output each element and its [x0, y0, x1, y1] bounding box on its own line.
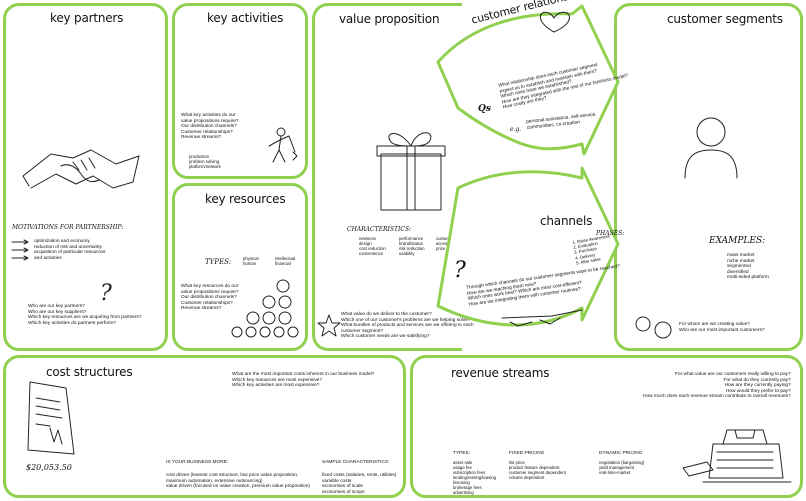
characteristics-col-1: newness design cost reduction convenienc…: [359, 236, 386, 256]
phases-label: PHASES:: [596, 230, 625, 237]
key-activities-examples: production problem solving platform/netw…: [189, 154, 221, 169]
key-activities-panel: key activities What key activities do ou…: [172, 3, 308, 179]
panel-title: cost structures: [46, 365, 133, 379]
sample-list: fixed costs (salaries, rents, utilities)…: [322, 473, 397, 495]
is-more-list: cost driven (leanest cost structure, low…: [166, 473, 310, 490]
sample-label: SAMPLE CHARACTERISTICS:: [322, 460, 390, 465]
motivations-list: optimization and economy reduction of ri…: [34, 239, 106, 261]
channels-arrow: [436, 166, 620, 327]
fixed-pricing-list: list price product feature dependent cus…: [509, 460, 566, 480]
panel-title: key activities: [207, 11, 284, 25]
revenue-types-label: TYPES:: [453, 451, 471, 456]
panel-title: customer segments: [667, 12, 783, 26]
channels-title: channels: [540, 214, 593, 228]
cash-register-icon: [682, 429, 792, 483]
is-more-label: IS YOUR BUSINESS MORE:: [166, 460, 229, 465]
svg-text:?: ?: [100, 281, 112, 306]
question-mark-icon: ?: [100, 281, 112, 306]
star-icon: [317, 314, 341, 337]
revenue-streams-panel: revenue streams For what value are our c…: [410, 355, 803, 498]
key-resources-panel: key resources TYPES: physical human inte…: [172, 183, 308, 351]
qs-label: Qs: [478, 104, 491, 114]
dynamic-pricing-label: DYNAMIC PRICING: [599, 451, 643, 456]
resource-circles-icon: [231, 279, 299, 338]
key-activities-questions: What key activities do our value proposi…: [181, 113, 239, 141]
characteristics-label: CHARACTERISTICS:: [347, 226, 412, 233]
fixed-pricing-label: FIXED PRICING: [509, 451, 545, 456]
panel-title: value proposition: [339, 12, 440, 26]
digging-person-icon: [268, 127, 298, 163]
types-label: TYPES:: [205, 258, 232, 266]
motivations-label: MOTIVATIONS FOR PARTNERSHIP:: [12, 224, 124, 231]
customer-relationships-arrow: [436, 4, 620, 156]
receipt-amount: $20,053.50: [26, 463, 72, 472]
arrow-icons: [11, 239, 29, 261]
gift-box-icon: [376, 132, 446, 211]
key-partners-questions: Who are our key partners? Who are our ke…: [28, 304, 142, 326]
panel-title: key partners: [50, 11, 124, 25]
cost-structures-questions: What are the most important costs inhere…: [232, 372, 375, 389]
panel-title: key resources: [205, 192, 286, 206]
value-proposition-questions: What value do we deliver to the customer…: [341, 312, 474, 340]
customer-segments-panel: customer segments EXAMPLES: mass market …: [614, 3, 803, 351]
dynamic-pricing-list: negotiation (bargaining) yield managemen…: [599, 460, 645, 475]
key-partners-panel: key partners MOTIVATIONS FOR PARTNERSHIP…: [3, 3, 168, 351]
channels-question-mark: ?: [454, 258, 466, 283]
receipt-icon: [27, 381, 75, 455]
revenue-types: asset sale usage fee subscription fees l…: [453, 460, 497, 495]
people-icons: [635, 316, 672, 339]
customer-person-icon: [684, 117, 738, 179]
resource-types: physical human: [243, 256, 259, 266]
examples-label: EXAMPLES:: [709, 236, 766, 246]
characteristics-col-2: performance brand/status risk reduction …: [399, 236, 425, 256]
revenue-streams-questions: For what value are our customers really …: [643, 372, 791, 400]
eg-label: e.g.: [510, 126, 522, 133]
resource-types-2: intellectual financial: [275, 256, 296, 266]
customer-segments-questions: For whom are we creating value? Who are …: [679, 322, 765, 333]
panel-title: revenue streams: [451, 366, 550, 380]
handshake-icon: [22, 149, 140, 189]
cost-structures-panel: cost structures $20,053.50 What are the …: [3, 355, 406, 498]
key-resources-questions: What key resources do our value proposit…: [181, 284, 239, 312]
segment-examples: mass market niche market segmented diver…: [727, 253, 769, 281]
